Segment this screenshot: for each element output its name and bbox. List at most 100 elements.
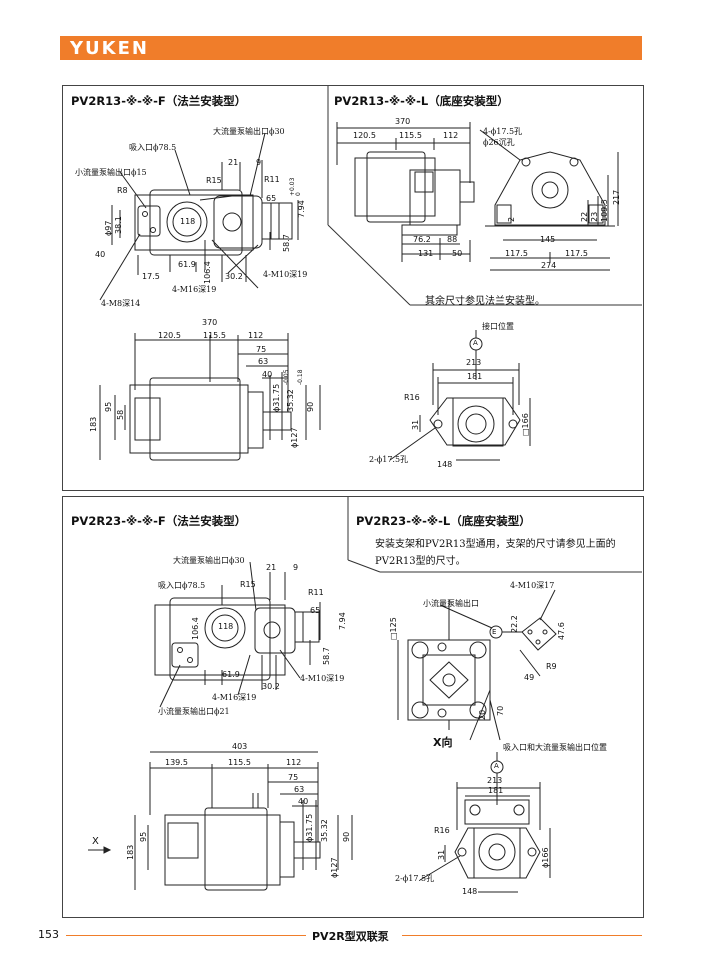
sec2-dim-131: 131 <box>418 249 434 258</box>
sec2-dim-88: 88 <box>447 235 458 244</box>
sec4-port-label: 接口位置 <box>482 322 514 331</box>
sec3-dim-1155: 115.5 <box>203 331 226 340</box>
sec1-r15: R15 <box>206 176 222 185</box>
sec1-dim-118: 118 <box>180 217 196 226</box>
sec1-m8: 4-M8深14 <box>101 299 141 308</box>
sec6-note-1: 安装支架和PV2R13型通用，支架的尺寸请参见上面的 <box>375 539 616 550</box>
sec4-dim-148: 148 <box>437 460 453 469</box>
sec5-65: 65 <box>310 606 321 615</box>
sec5-m16: 4-M16深19 <box>212 693 257 702</box>
page-number: 153 <box>38 928 59 941</box>
sec3-dim-370: 370 <box>202 318 218 327</box>
sec2-dim-1205: 120.5 <box>353 131 376 140</box>
sec8-dim-r16: R16 <box>434 826 450 835</box>
sec6-m10: 4-M10深17 <box>510 581 555 590</box>
sec2-title: PV2R13-※-※-L（底座安装型） <box>334 94 509 108</box>
sec4-dim-r16: R16 <box>404 393 420 402</box>
sec6-x-view: X向 <box>433 736 453 749</box>
sec6-small-outlet: 小流量泵输出口 <box>423 599 479 608</box>
sec5-dim-21: 21 <box>266 563 277 572</box>
sec8-dim-181: 181 <box>488 786 504 795</box>
sec2-dim-1175a: 117.5 <box>505 249 528 258</box>
sec5-inlet: 吸入口ϕ78.5 <box>158 581 206 590</box>
sec7-dim-63: 63 <box>294 785 305 794</box>
sec2-dim-1155: 115.5 <box>399 131 422 140</box>
sec6-dim-49: 49 <box>524 673 535 682</box>
sec5-r15: R15 <box>240 580 256 589</box>
sec7-dim-1395: 139.5 <box>165 758 188 767</box>
sec8-dim-31: 31 <box>437 849 446 860</box>
footer-title: PV2R型双联泵 <box>312 930 389 943</box>
sec7-x-marker: X <box>92 836 99 847</box>
sec6-title: PV2R23-※-※-L（底座安装型） <box>356 514 531 528</box>
brand-logo: YUKEN <box>70 38 149 59</box>
sec1-dim-9: 9 <box>256 158 262 167</box>
sec1-dim-40: 40 <box>95 250 106 259</box>
sec1-r11: R11 <box>264 175 280 184</box>
sec8-dim-holes: 2-ϕ17.5孔 <box>395 874 435 883</box>
sec7-dim-1155: 115.5 <box>228 758 251 767</box>
sec5-title: PV2R23-※-※-F（法兰安装型） <box>71 514 247 528</box>
sec5-small-outlet: 小流量泵输出口ϕ21 <box>158 707 230 716</box>
sec5-large-outlet: 大流量泵输出口ϕ30 <box>173 556 245 565</box>
sec1-dim-619: 61.9 <box>178 260 196 269</box>
sec4-dim-holes: 2-ϕ17.5孔 <box>369 455 409 464</box>
sec3-dim-1205: 120.5 <box>158 331 181 340</box>
sec6-note-2: PV2R13型的尺寸。 <box>375 556 466 567</box>
sec8-dim-213: 213 <box>487 776 503 785</box>
sec2-dim-370: 370 <box>395 117 411 126</box>
footer-line-left <box>66 935 306 936</box>
sec7-dim-112: 112 <box>286 758 302 767</box>
sec2-dim-274: 274 <box>541 261 557 270</box>
sec2-dim-50: 50 <box>452 249 463 258</box>
sec2-dim-762: 76.2 <box>413 235 431 244</box>
sec3-dim-63: 63 <box>258 357 269 366</box>
footer-line-right <box>402 935 642 936</box>
sec5-dim-118: 118 <box>218 622 234 631</box>
sec1-r8: R8 <box>117 186 128 195</box>
sec4-marker-a: A <box>473 339 478 347</box>
sec3-dim-40: 40 <box>262 370 273 379</box>
sec5-dim-619: 61.9 <box>222 670 240 679</box>
sec1-small-outlet: 小流量泵输出口ϕ15 <box>75 168 147 177</box>
sec3-dim-75: 75 <box>256 345 267 354</box>
sec2-bolt-holes: 4-ϕ17.5孔 <box>483 127 523 136</box>
sec5-m10: 4-M10深19 <box>300 674 345 683</box>
sec2-dim-1175b: 117.5 <box>565 249 588 258</box>
sec6-r9: R9 <box>546 662 557 671</box>
sec4-dim-181: 181 <box>467 372 483 381</box>
sec1-large-outlet: 大流量泵输出口ϕ30 <box>213 127 285 136</box>
sec1-inlet: 吸入口ϕ78.5 <box>129 143 177 152</box>
sec7-dim-403: 403 <box>232 742 248 751</box>
sec7-dim-75: 75 <box>288 773 299 782</box>
sec1-dim-175: 17.5 <box>142 272 160 281</box>
sec6-marker-e: E <box>492 628 497 636</box>
sec5-dim-302: 30.2 <box>262 682 280 691</box>
sec7-dim-40: 40 <box>298 797 309 806</box>
sec2-dim-145: 145 <box>540 235 556 244</box>
sec2-counterbore: ϕ26沉孔 <box>483 138 515 147</box>
sec1-65: 65 <box>266 194 277 203</box>
header-bar <box>60 36 642 60</box>
sec8-dim-148: 148 <box>462 887 478 896</box>
sec1-dim-21: 21 <box>228 158 239 167</box>
sec2-dim-112: 112 <box>443 131 459 140</box>
sec1-title: PV2R13-※-※-F（法兰安装型） <box>71 94 247 108</box>
sec5-dim-9: 9 <box>293 563 299 572</box>
sec1-m16: 4-M16深19 <box>172 285 217 294</box>
sec3-dim-112: 112 <box>248 331 264 340</box>
sec5-r11: R11 <box>308 588 324 597</box>
sec8-marker-a: A <box>494 762 499 770</box>
sec8-dim-166: ϕ166 <box>541 847 550 868</box>
sec1-m10: 4-M10深19 <box>263 270 308 279</box>
sec2-note: 其余尺寸参见法兰安装型。 <box>425 296 545 307</box>
